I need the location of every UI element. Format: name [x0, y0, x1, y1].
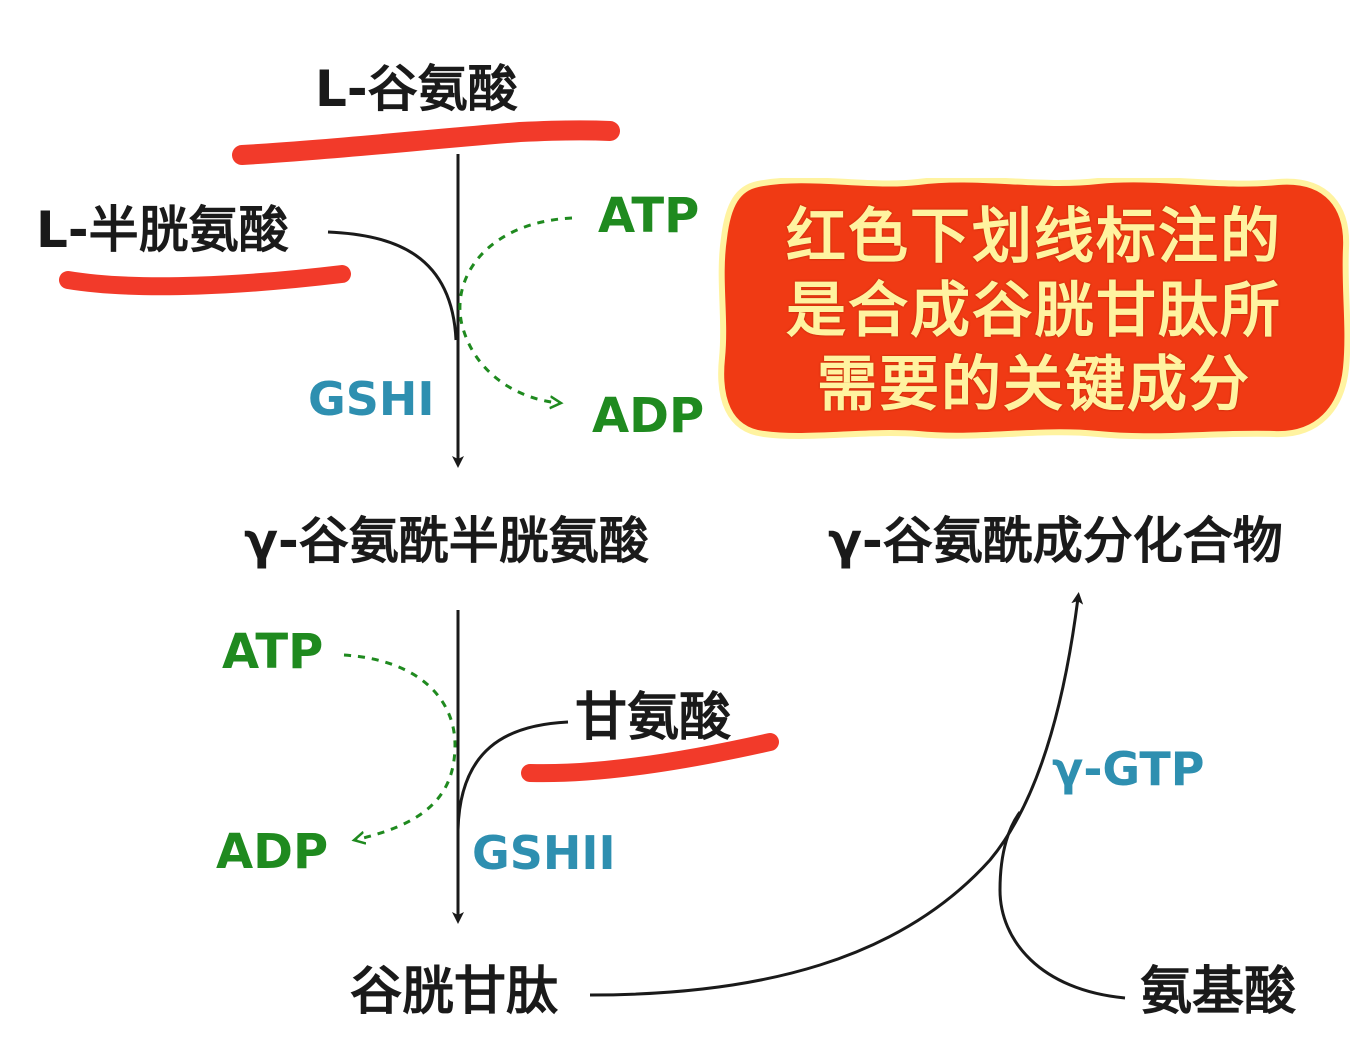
curve-l-cysteine [327, 230, 458, 341]
label-l-cysteine: L-半胱氨酸 [36, 201, 289, 259]
label-gamma-glutamyl-compound: γ-谷氨酰成分化合物 [828, 512, 1283, 570]
underline-glycine [521, 733, 779, 783]
label-atp-2: ATP [222, 624, 324, 680]
curve-glycine [456, 720, 569, 831]
label-l-glutamate: L-谷氨酸 [315, 60, 518, 118]
label-adp-2: ADP [216, 824, 329, 880]
underline-l-glutamate [232, 120, 620, 165]
label-enzyme-gshii: GSHII [472, 826, 616, 880]
callout-text: 红色下划线标注的 是合成谷胱甘肽所 需要的关键成分 [718, 200, 1350, 422]
label-atp-1: ATP [598, 188, 700, 244]
underline-l-cysteine [59, 265, 351, 296]
dashed-atp-adp-2 [343, 653, 457, 840]
callout-line-2: 是合成谷胱甘肽所 [786, 276, 1282, 346]
callout-line-1: 红色下划线标注的 [786, 202, 1282, 272]
label-adp-1: ADP [592, 388, 705, 444]
dashed-atp-adp-1 [458, 216, 573, 403]
callout-line-3: 需要的关键成分 [817, 350, 1251, 420]
curve-glutathione-to-compound [589, 592, 1084, 997]
label-enzyme-gshi: GSHI [308, 372, 435, 426]
curve-amino-acid [998, 811, 1126, 1000]
label-glutathione: 谷胱甘肽 [350, 962, 559, 1022]
label-glycine: 甘氨酸 [575, 688, 732, 748]
label-gamma-glutamylcysteine: γ-谷氨酰半胱氨酸 [244, 512, 649, 570]
callout-badge [718, 178, 1350, 440]
label-gamma-gtp: γ-GTP [1052, 742, 1205, 796]
label-amino-acid: 氨基酸 [1140, 962, 1297, 1022]
